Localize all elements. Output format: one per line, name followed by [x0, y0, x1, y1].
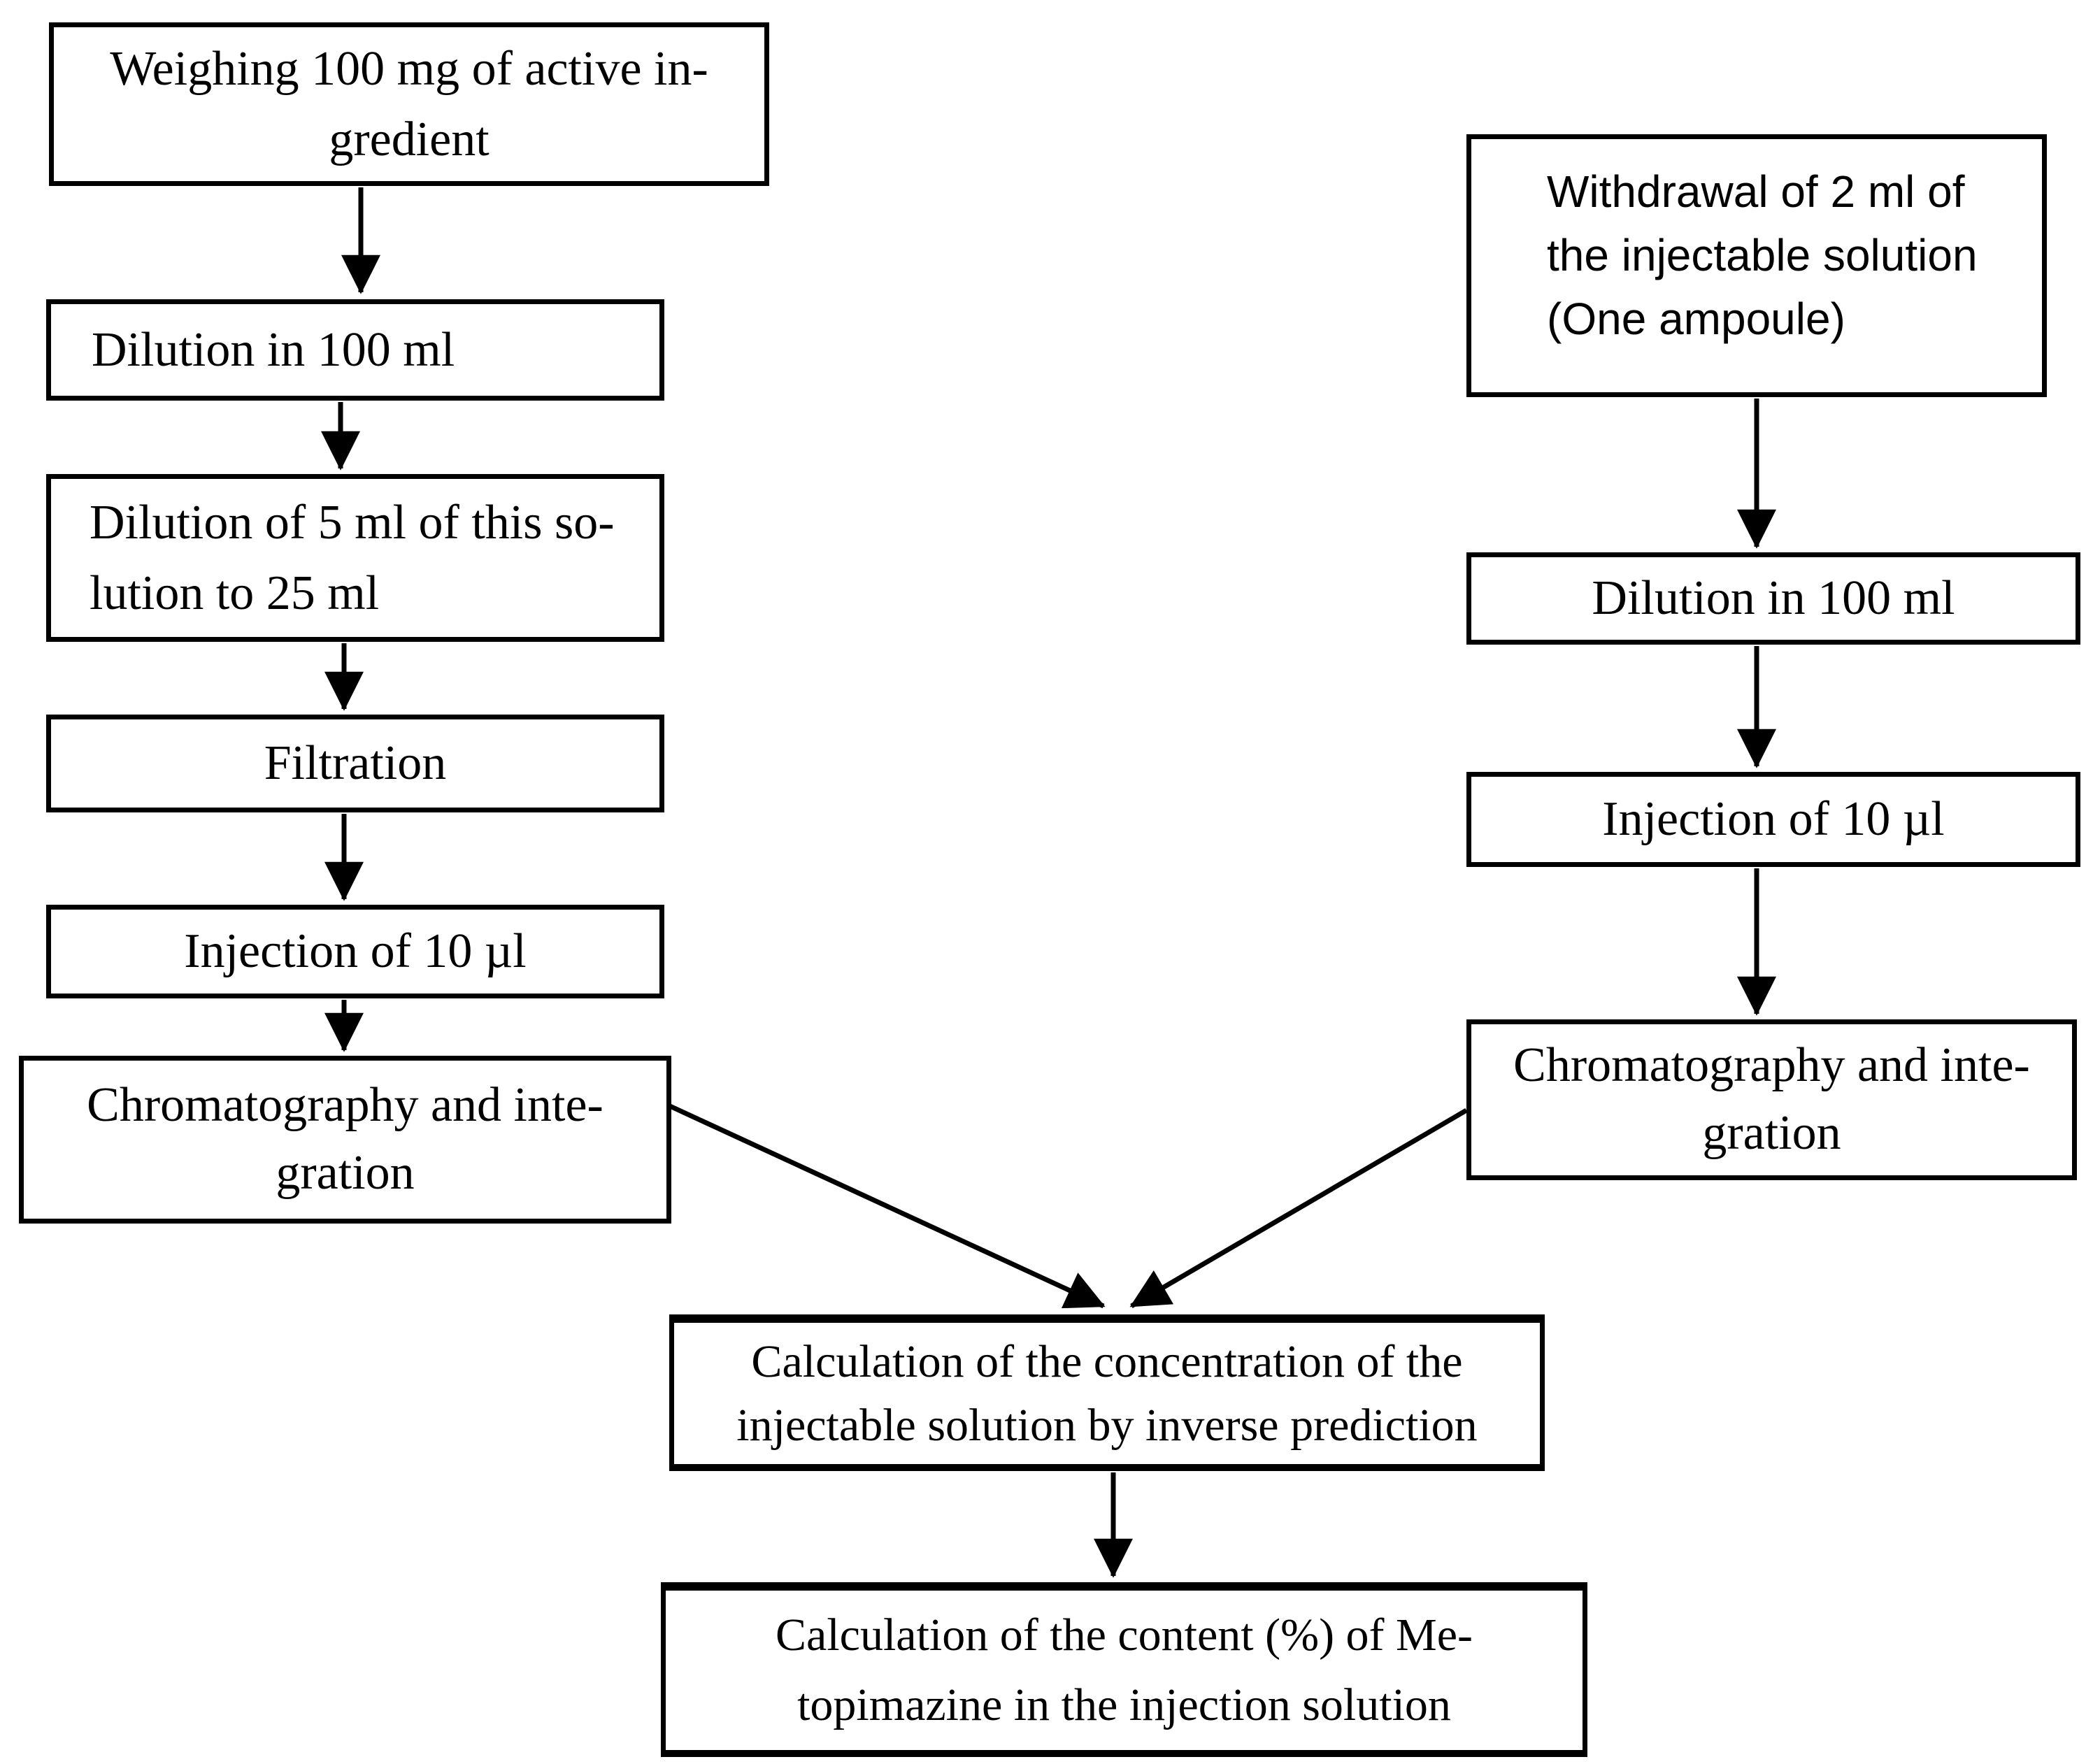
arrow-chromatography-left-to-calc: [669, 1103, 1106, 1309]
node-calc-content-label: Calculation of the content (%) of Me- to…: [776, 1609, 1473, 1730]
node-injection-right-label: Injection of 10 µl: [1602, 792, 1945, 847]
node-chromatography-left-label: Chromatography and inte- gration: [87, 1078, 603, 1200]
node-injection-left-label: Injection of 10 µl: [184, 924, 527, 979]
node-filtration-label: Filtration: [264, 736, 447, 791]
node-calc-concentration: Calculation of the concentration of the …: [669, 1314, 1545, 1471]
node-calc-concentration-label: Calculation of the concentration of the …: [736, 1335, 1478, 1451]
node-withdrawal-label: Withdrawal of 2 ml of the injectable sol…: [1547, 166, 1978, 344]
node-calc-content: Calculation of the content (%) of Me- to…: [661, 1582, 1587, 1757]
node-weighing-label: Weighing 100 mg of active in- gredient: [110, 41, 708, 167]
node-weighing: Weighing 100 mg of active in- gredient: [49, 22, 769, 186]
node-dilution-100-left: Dilution in 100 ml: [46, 299, 664, 401]
node-chromatography-right-label: Chromatography and inte- gration: [1513, 1038, 2030, 1160]
node-withdrawal: Withdrawal of 2 ml of the injectable sol…: [1466, 134, 2047, 397]
node-dilution-5-to-25: Dilution of 5 ml of this so- lution to 2…: [46, 474, 664, 642]
node-injection-right: Injection of 10 µl: [1466, 772, 2080, 867]
node-filtration: Filtration: [46, 715, 664, 812]
node-dilution-100-right: Dilution in 100 ml: [1466, 552, 2080, 645]
node-chromatography-right: Chromatography and inte- gration: [1466, 1019, 2077, 1180]
node-chromatography-left: Chromatography and inte- gration: [19, 1056, 671, 1224]
node-dilution-100-left-label: Dilution in 100 ml: [92, 322, 455, 377]
arrow-chromatography-right-to-calc: [1129, 1107, 1468, 1309]
node-injection-left: Injection of 10 µl: [46, 905, 664, 998]
node-dilution-100-right-label: Dilution in 100 ml: [1592, 571, 1955, 626]
node-dilution-5-to-25-label: Dilution of 5 ml of this so- lution to 2…: [90, 495, 615, 621]
